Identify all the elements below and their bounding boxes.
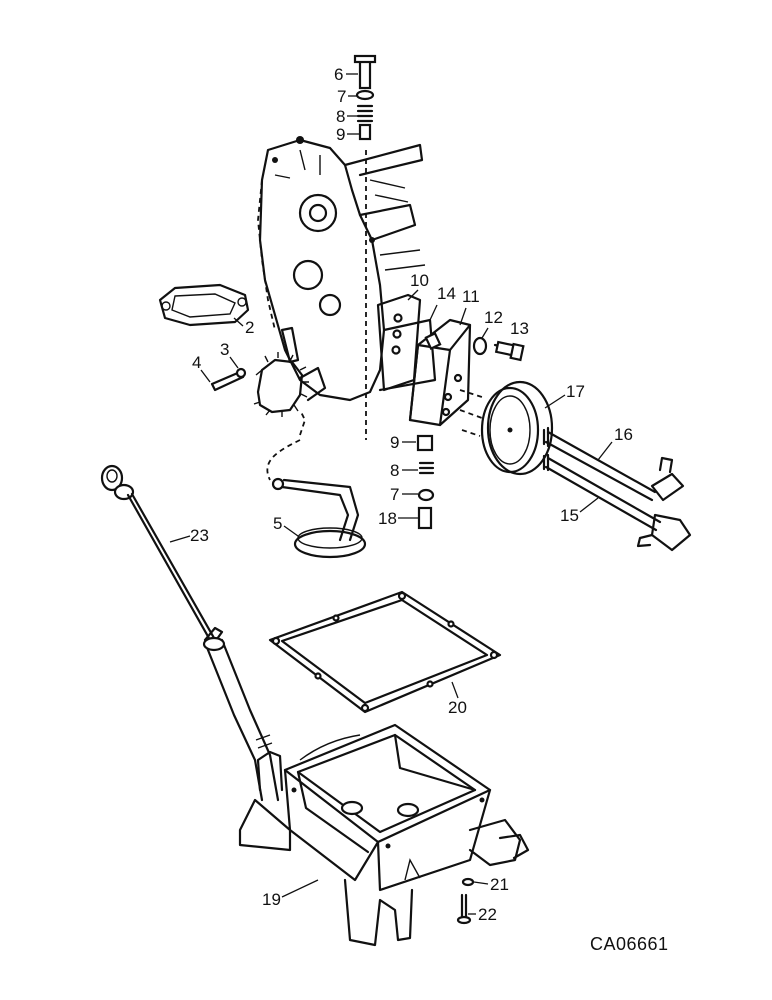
callout-2: 2 xyxy=(233,317,254,337)
callout-14: 14 xyxy=(429,284,456,321)
oil-pump-gear xyxy=(210,326,327,417)
svg-text:17: 17 xyxy=(566,382,585,401)
part-20-pan-gasket xyxy=(268,590,502,714)
svg-text:9: 9 xyxy=(336,125,345,144)
part-17-oil-filter xyxy=(459,380,554,476)
callout-22: 22 xyxy=(468,905,497,924)
svg-text:4: 4 xyxy=(192,353,201,372)
svg-text:7: 7 xyxy=(337,87,346,106)
callout-4: 4 xyxy=(192,353,211,383)
callout-17: 17 xyxy=(544,382,585,409)
part-23-dipstick xyxy=(100,464,224,648)
callout-7-top: 7 xyxy=(337,87,357,106)
svg-text:16: 16 xyxy=(614,425,633,444)
relief-valve-stack-top xyxy=(353,54,377,141)
svg-text:8: 8 xyxy=(336,107,345,126)
callout-12: 12 xyxy=(481,308,503,339)
drawing-code: CA06661 xyxy=(590,934,669,954)
callout-13: 13 xyxy=(510,319,529,338)
svg-text:18: 18 xyxy=(378,509,397,528)
callout-15: 15 xyxy=(560,497,599,525)
part-11-filter-head xyxy=(408,318,472,427)
callouts: 6 7 8 9 2 10 14 11 xyxy=(169,65,633,924)
callout-6: 6 xyxy=(334,65,358,84)
svg-text:8: 8 xyxy=(390,461,399,480)
svg-text:22: 22 xyxy=(478,905,497,924)
part-21-22-fasteners xyxy=(456,877,475,925)
callout-20: 20 xyxy=(448,681,467,717)
svg-text:3: 3 xyxy=(220,340,229,359)
callout-11: 11 xyxy=(459,287,480,326)
svg-text:5: 5 xyxy=(273,514,282,533)
svg-text:23: 23 xyxy=(190,526,209,545)
svg-text:21: 21 xyxy=(490,875,509,894)
svg-text:12: 12 xyxy=(484,308,503,327)
callout-18: 18 xyxy=(378,509,418,528)
callout-5: 5 xyxy=(273,514,299,537)
part-15-16-oil-lines xyxy=(542,426,692,552)
svg-text:15: 15 xyxy=(560,506,579,525)
callout-23: 23 xyxy=(169,526,209,545)
relief-valve-stack-lower xyxy=(416,434,435,530)
svg-text:2: 2 xyxy=(245,318,254,337)
part-2-gasket xyxy=(158,283,250,327)
callout-10: 10 xyxy=(407,271,429,301)
svg-text:6: 6 xyxy=(334,65,343,84)
svg-text:11: 11 xyxy=(462,287,480,306)
callout-9-lower: 9 xyxy=(390,433,416,452)
part-10-plate xyxy=(376,293,422,392)
dipstick-tube xyxy=(202,636,280,802)
engine-front-cover xyxy=(257,136,437,440)
part-12-13-bolt xyxy=(472,336,525,362)
callout-3: 3 xyxy=(220,340,239,369)
svg-text:10: 10 xyxy=(410,271,429,290)
callout-19: 19 xyxy=(262,879,319,909)
svg-text:19: 19 xyxy=(262,890,281,909)
svg-text:7: 7 xyxy=(390,485,399,504)
svg-text:13: 13 xyxy=(510,319,529,338)
callout-16: 16 xyxy=(597,425,633,461)
svg-text:20: 20 xyxy=(448,698,467,717)
callout-8-top: 8 xyxy=(336,107,357,126)
callout-21: 21 xyxy=(473,875,509,894)
callout-7-lower: 7 xyxy=(390,485,418,504)
part-5-oil-pickup xyxy=(266,409,367,559)
part-19-oil-pan xyxy=(238,723,530,947)
svg-text:14: 14 xyxy=(437,284,456,303)
svg-text:9: 9 xyxy=(390,433,399,452)
callout-8-lower: 8 xyxy=(390,461,418,480)
callout-9-top: 9 xyxy=(336,125,359,144)
